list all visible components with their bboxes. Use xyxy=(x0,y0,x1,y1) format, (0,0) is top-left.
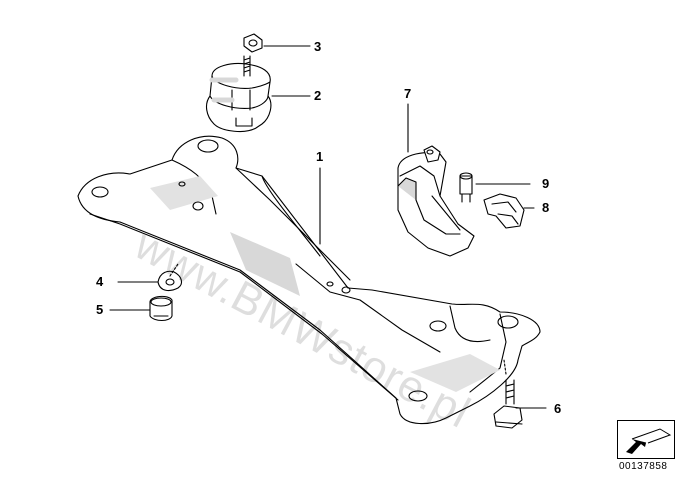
callout-6: 6 xyxy=(554,401,562,416)
cross-member-part-1 xyxy=(77,135,541,425)
callout-3: 3 xyxy=(314,39,322,54)
collar-nut-part-5 xyxy=(109,295,173,322)
callout-7: 7 xyxy=(404,86,412,101)
arrow-icon xyxy=(626,428,672,454)
nut-part-3 xyxy=(243,33,311,53)
bolt-part-6 xyxy=(493,359,547,429)
rubber-mount-part-2 xyxy=(205,55,311,133)
reference-number: 00137858 xyxy=(619,461,668,472)
callout-4: 4 xyxy=(96,274,104,289)
orientation-box xyxy=(617,420,675,459)
clip-part-8 xyxy=(483,193,535,229)
screw-part-9 xyxy=(459,172,531,203)
callout-9: 9 xyxy=(542,176,550,191)
callout-2: 2 xyxy=(314,88,322,103)
callout-1: 1 xyxy=(316,149,324,164)
washer-part-4 xyxy=(117,263,183,292)
callout-5: 5 xyxy=(96,302,104,317)
callout-8: 8 xyxy=(542,200,550,215)
bracket-part-7 xyxy=(397,103,475,257)
